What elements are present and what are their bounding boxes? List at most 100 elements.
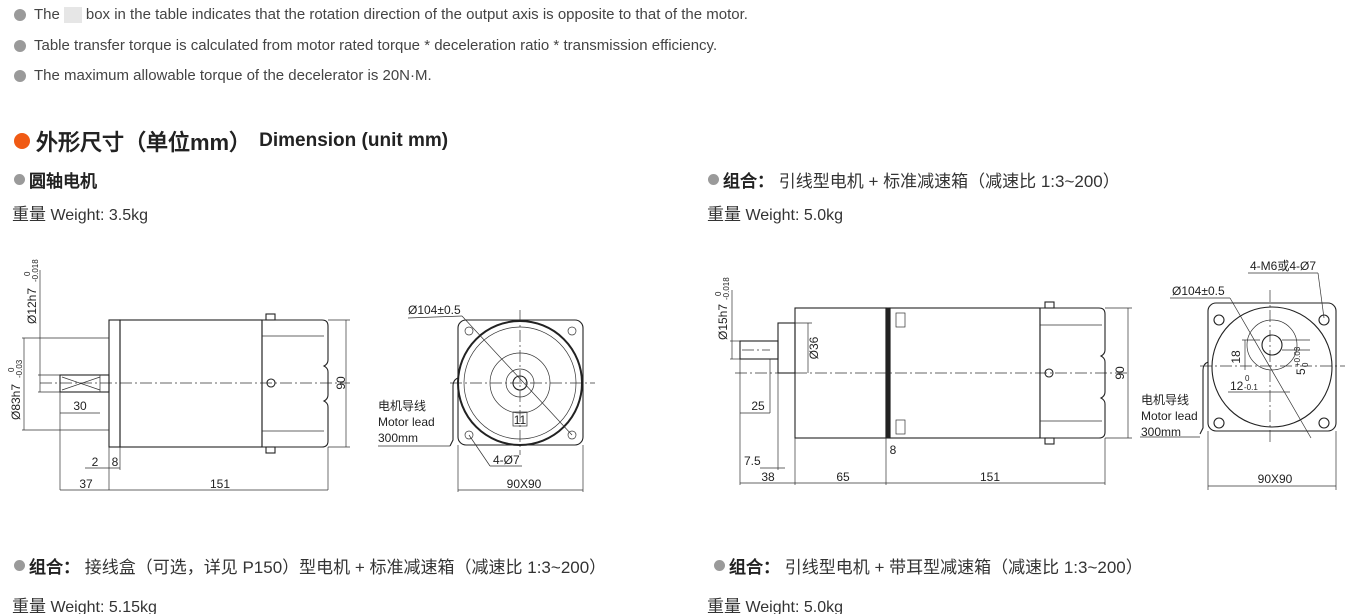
lead-label-cn: 电机导线	[1141, 393, 1189, 407]
dim-holes: 4-M6或4-Ø7	[1250, 259, 1316, 273]
bullet-icon	[14, 8, 26, 21]
dim-circle: Ø104±0.5	[408, 303, 461, 317]
dim-2: 2	[92, 455, 99, 469]
dim-5: 5	[1294, 368, 1308, 375]
weight-4: 重量 Weight: 5.0kg	[707, 592, 843, 614]
dim-25: 25	[751, 399, 765, 413]
dim-boss: Ø36	[807, 336, 821, 359]
title-en: Dimension (unit mm)	[259, 130, 449, 151]
block-desc: 接线盒（可选，详见 P150）型电机 + 标准减速箱（减速比 1:3~200）	[84, 558, 607, 577]
bullet-icon	[14, 69, 26, 82]
block-title-text: 圆轴电机	[29, 172, 97, 191]
dim-151: 151	[980, 470, 1000, 484]
weight-cn: 重量	[12, 205, 46, 224]
dim-shaft-diameter: Ø12h7	[25, 288, 39, 324]
lead-label-en: Motor lead	[378, 415, 435, 429]
lead-label-cn: 电机导线	[378, 399, 426, 413]
gray-box-swatch	[63, 6, 82, 23]
block-prefix: 组合：	[29, 558, 80, 577]
dim-151: 151	[210, 477, 230, 491]
mount-hole-icon	[464, 326, 577, 440]
tol-upper: 0	[1245, 374, 1250, 383]
block-prefix: 组合：	[729, 558, 780, 577]
dim-square: 90X90	[507, 477, 542, 491]
block-title-2: 组合： 引线型电机 + 标准减速箱（减速比 1:3~200）	[708, 167, 1120, 192]
note-text: box in the table indicates that the rota…	[85, 6, 748, 23]
dim-key-length: 30	[73, 399, 87, 413]
block-title-1: 圆轴电机	[14, 167, 97, 192]
lead-label-en: Motor lead	[1141, 409, 1198, 423]
tol-upper: 0	[23, 271, 32, 276]
note-text: The maximum allowable torque of the dece…	[34, 67, 432, 84]
block-desc: 引线型电机 + 带耳型减速箱（减速比 1:3~200）	[784, 558, 1143, 577]
screw-icon	[1044, 301, 1055, 309]
bullet-icon	[14, 560, 25, 571]
screw-icon	[895, 312, 906, 328]
tol-lower: 0	[1301, 362, 1310, 367]
dim-38: 38	[761, 470, 775, 484]
dim-holes: 4-Ø7	[493, 453, 520, 467]
weight-3: 重量 Weight: 5.15kg	[12, 592, 157, 614]
bullet-icon	[708, 174, 719, 185]
dim-pilot-diameter: Ø83h7	[9, 384, 23, 420]
section-title: 外形尺寸（单位mm） Dimension (unit mm)	[14, 125, 448, 157]
dim-37: 37	[79, 477, 93, 491]
block-title-3: 组合： 接线盒（可选，详见 P150）型电机 + 标准减速箱（减速比 1:3~2…	[14, 553, 606, 578]
weight-cn: 重量	[707, 205, 741, 224]
dim-11: 11	[514, 413, 527, 427]
note-max-torque: The maximum allowable torque of the dece…	[14, 67, 432, 84]
dim-7-5: 7.5	[744, 454, 761, 468]
gear-motor-front-view: Ø104±0.5 4-M6或4-Ø7 18 12 0 -0.1 5 +0.03 …	[1140, 259, 1345, 490]
dim-65: 65	[836, 470, 850, 484]
screw-icon	[1044, 368, 1054, 378]
title-cn: 外形尺寸（单位mm）	[36, 130, 252, 155]
weight-value: Weight: 5.0kg	[745, 599, 843, 614]
tol-upper: +0.03	[1293, 346, 1302, 367]
bullet-icon	[14, 174, 25, 185]
tol-lower: -0.018	[722, 277, 731, 300]
note-text: Table transfer torque is calculated from…	[34, 37, 718, 54]
weight-cn: 重量	[707, 597, 741, 614]
tol-lower: -0.1	[1244, 383, 1258, 392]
dim-shaft-diameter: Ø15h7	[716, 304, 730, 340]
note-text: The	[34, 6, 60, 23]
weight-value: Weight: 5.0kg	[745, 207, 843, 224]
weight-1: 重量 Weight: 3.5kg	[12, 200, 148, 225]
screw-icon	[895, 419, 906, 435]
dim-height: 90	[1113, 366, 1127, 380]
weight-value: Weight: 3.5kg	[50, 207, 148, 224]
note-rotation: The box in the table indicates that the r…	[14, 6, 748, 23]
dim-18: 18	[1229, 350, 1243, 364]
note-torque: Table transfer torque is calculated from…	[14, 37, 717, 54]
bullet-icon	[14, 39, 26, 52]
round-shaft-motor-side-view: 90 Ø12h7 0 -0.018 Ø83h7 0 -0.03 30 2 8 3…	[7, 259, 350, 491]
gear-motor-side-view: Ø15h7 0 -0.018 Ø36 25 7.5 8 38 65 151 90	[714, 277, 1132, 485]
dim-12: 12	[1230, 379, 1244, 393]
tol-lower: -0.018	[31, 259, 40, 282]
lead-length: 300mm	[378, 431, 418, 445]
dim-circle: Ø104±0.5	[1172, 284, 1225, 298]
screw-icon	[1044, 437, 1055, 445]
block-prefix: 组合：	[723, 172, 774, 191]
tol-upper: 0	[7, 367, 16, 372]
dim-8: 8	[112, 455, 119, 469]
weight-cn: 重量	[12, 597, 46, 614]
weight-value: Weight: 5.15kg	[50, 599, 157, 614]
screw-icon	[266, 378, 276, 388]
dim-height: 90	[334, 376, 348, 390]
round-shaft-motor-front-view: Ø104±0.5 4-Ø7 11 电机导线 Motor lead 300mm 9…	[378, 303, 595, 492]
bullet-icon	[714, 560, 725, 571]
lead-length: 300mm	[1141, 425, 1181, 439]
dim-square: 90X90	[1258, 472, 1293, 486]
screw-icon	[265, 313, 276, 321]
block-desc: 引线型电机 + 标准减速箱（减速比 1:3~200）	[778, 172, 1120, 191]
tol-upper: 0	[714, 291, 723, 296]
orange-bullet-icon	[14, 133, 30, 149]
dim-8: 8	[890, 443, 897, 457]
mount-hole-icon	[1213, 314, 1330, 429]
weight-2: 重量 Weight: 5.0kg	[707, 200, 843, 225]
tol-lower: -0.03	[15, 359, 24, 378]
block-title-4: 组合： 引线型电机 + 带耳型减速箱（减速比 1:3~200）	[714, 553, 1143, 578]
